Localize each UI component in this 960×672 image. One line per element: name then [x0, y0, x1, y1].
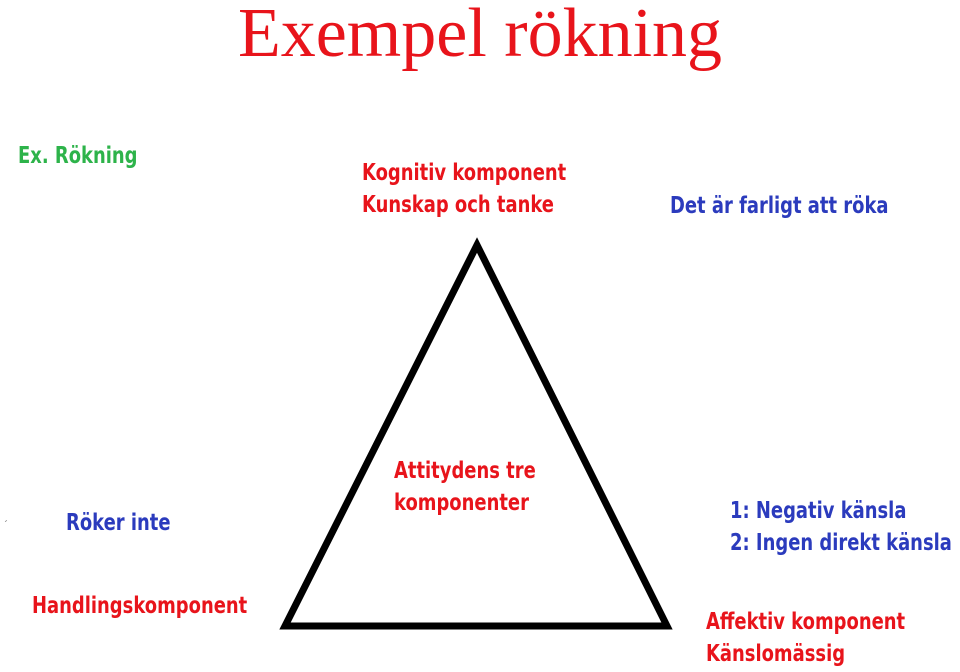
cognitive-component-label: Kognitiv komponent Kunskap och tanke [362, 157, 566, 221]
cognitive-line-1: Kognitiv komponent [362, 160, 567, 186]
triangle-outline [279, 237, 673, 630]
affective-line-2: Känslomässig [706, 641, 846, 667]
affective-item-2: 2: Ingen direkt känsla [730, 530, 952, 556]
cognitive-statement-text: Det är farligt att röka [670, 193, 889, 219]
behavioral-statement: Röker inte [66, 507, 171, 539]
example-label: Ex. Rökning [18, 140, 137, 172]
center-label: Attitydens tre komponenter [394, 455, 536, 519]
example-label-text: Ex. Rökning [18, 143, 138, 169]
center-line-2: komponenter [394, 490, 529, 516]
behavioral-component-label: Handlingskomponent [32, 590, 247, 622]
affective-feelings-list: 1: Negativ känsla 2: Ingen direkt känsla [730, 495, 952, 559]
center-line-1: Attitydens tre [394, 458, 536, 484]
stray-mark: ´ [3, 519, 8, 531]
cognitive-statement: Det är farligt att röka [670, 190, 889, 222]
affective-line-1: Affektiv komponent [706, 609, 906, 635]
page-title: Exempel rökning [237, 0, 723, 72]
cognitive-line-2: Kunskap och tanke [362, 192, 554, 218]
behavioral-statement-text: Röker inte [66, 510, 171, 536]
affective-item-1: 1: Negativ känsla [730, 498, 907, 524]
behavioral-label-text: Handlingskomponent [32, 593, 248, 619]
affective-component-label: Affektiv komponent Känslomässig [706, 606, 905, 670]
